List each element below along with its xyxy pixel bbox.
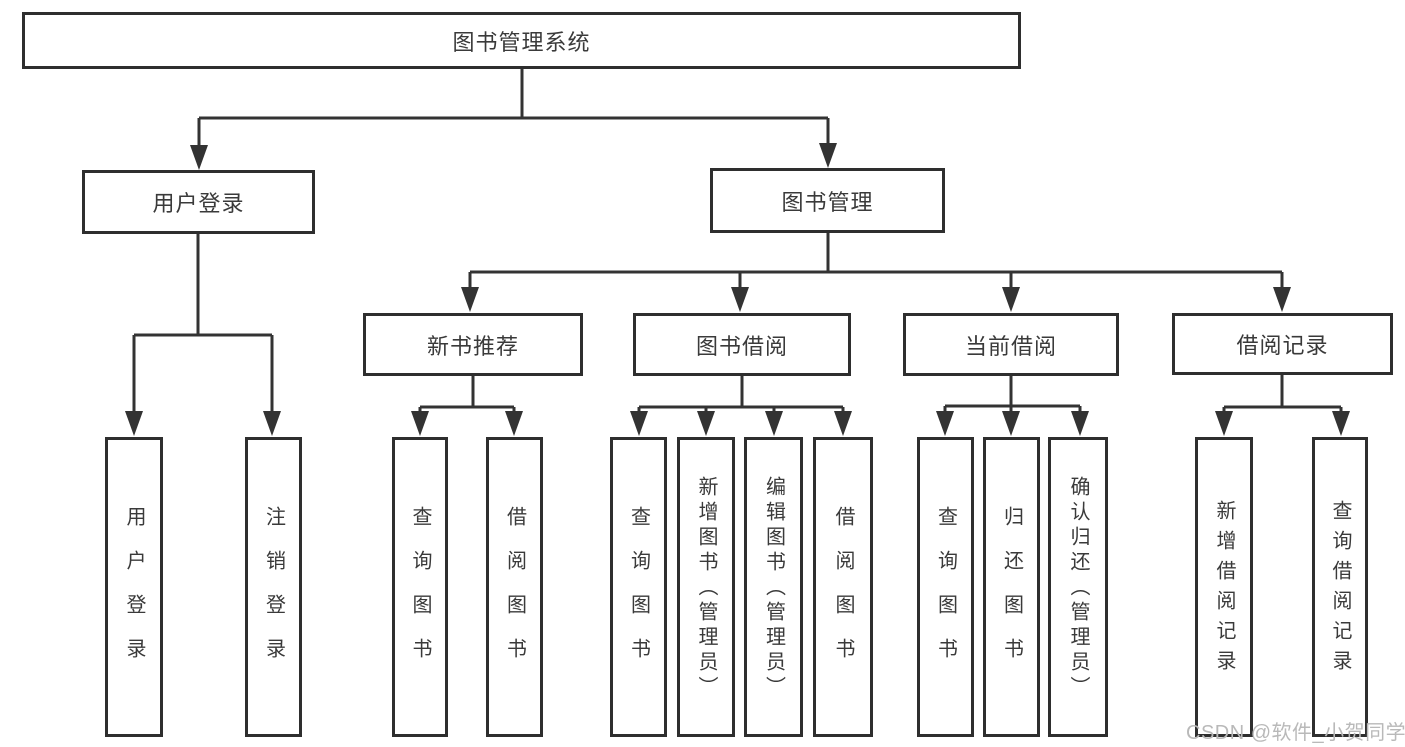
csdn-watermark: CSDN @软件_小贺同学 [1186, 722, 1405, 744]
leaf-node-label: 借阅图书 [832, 506, 854, 682]
group-node-label: 新书推荐 [426, 333, 519, 359]
group-node-label: 当前借阅 [964, 333, 1057, 359]
branch-node-user-login: 用户登录 [82, 170, 315, 234]
leaf-node-label: 归还图书 [1000, 506, 1023, 682]
leaf-node-edit-book-admin: 编辑图书（管理员） [744, 437, 803, 737]
leaf-node-label: 查询借阅记录 [1329, 500, 1351, 680]
group-node-current-borrowing: 当前借阅 [903, 313, 1119, 376]
branch-node-label: 图书管理 [781, 189, 874, 215]
leaf-node-return-book: 归还图书 [983, 437, 1040, 737]
leaf-node-user-login: 用户登录 [105, 437, 163, 737]
leaf-node-query-books: 查询图书 [392, 437, 448, 737]
branch-node-label: 用户登录 [152, 191, 245, 216]
leaf-node-query-books: 查询图书 [917, 437, 974, 737]
group-node-label: 图书借阅 [695, 333, 788, 359]
group-node-borrowing-records: 借阅记录 [1172, 313, 1393, 375]
leaf-node-label: 用户登录 [123, 506, 145, 682]
leaf-node-query-borrow-record: 查询借阅记录 [1312, 437, 1368, 737]
root-node-library-system: 图书管理系统 [22, 12, 1021, 69]
branch-node-book-management: 图书管理 [710, 168, 945, 233]
leaf-node-label: 查询图书 [627, 506, 650, 682]
leaf-node-label: 新增借阅记录 [1213, 500, 1235, 680]
group-node-book-borrowing: 图书借阅 [633, 313, 851, 376]
arrowheads [125, 143, 1350, 436]
leaf-node-add-borrow-record: 新增借阅记录 [1195, 437, 1253, 737]
leaf-node-borrow-books: 借阅图书 [813, 437, 873, 737]
leaf-node-label: 查询图书 [409, 506, 431, 682]
root-node-label: 图书管理系统 [452, 29, 591, 55]
leaf-node-add-book-admin: 新增图书（管理员） [677, 437, 735, 737]
leaf-node-confirm-return-admin: 确认归还（管理员） [1048, 437, 1108, 737]
leaf-node-label: 编辑图书（管理员） [762, 476, 785, 701]
leaf-node-label: 注销登录 [262, 506, 285, 682]
leaf-node-borrow-books: 借阅图书 [486, 437, 543, 737]
leaf-node-logout: 注销登录 [245, 437, 302, 737]
leaf-node-label: 借阅图书 [503, 506, 526, 682]
leaf-node-label: 确认归还（管理员） [1067, 476, 1089, 701]
group-node-label: 借阅记录 [1236, 333, 1329, 358]
leaf-node-label: 新增图书（管理员） [695, 476, 717, 701]
leaf-node-query-books: 查询图书 [610, 437, 667, 737]
leaf-node-label: 查询图书 [934, 506, 957, 682]
group-node-new-book-recommendation: 新书推荐 [363, 313, 583, 376]
